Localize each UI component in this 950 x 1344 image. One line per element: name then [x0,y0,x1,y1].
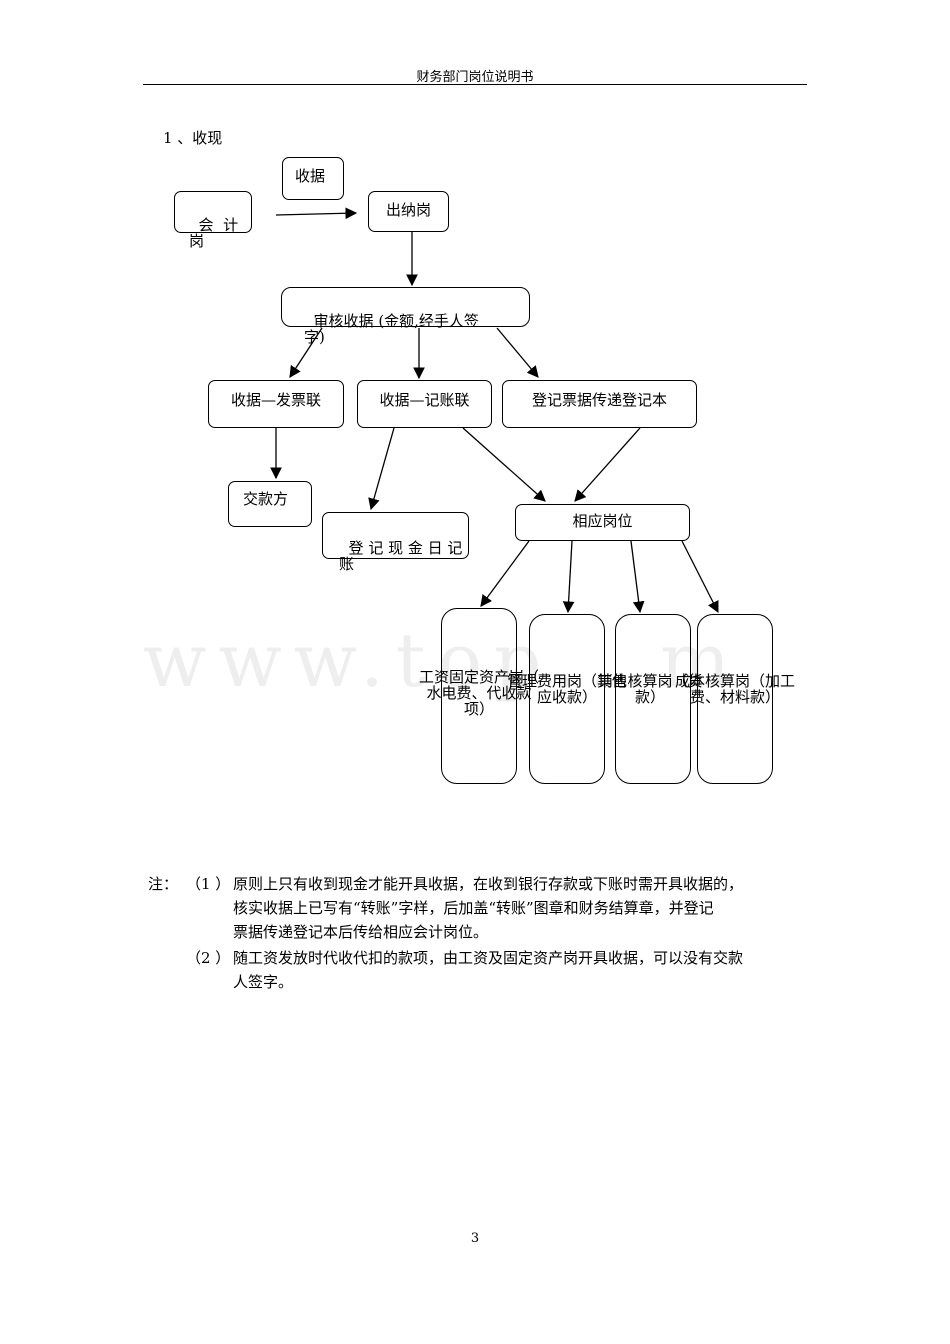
register-book-box: 登记票据传递登记本 [502,380,697,428]
payer-label: 交款方 [243,490,289,508]
page-number: 3 [470,1231,480,1246]
post-cost-label: 成本核算岗（加工 费、材料款） [674,672,795,706]
post-sales-label: 销售核算岗（货 款） [597,672,703,706]
cash-journal-label: 登 记 现 金 日 记 账 [339,539,463,573]
post-expense-box [529,614,605,784]
notes-label: 注： [148,875,179,893]
invoice-copy-box: 收据—发票联 [208,380,344,428]
post-payroll-box [441,608,517,784]
invoice-copy-label: 收据—发票联 [230,391,321,409]
header-rule [143,84,807,85]
note-2-line-1: 随工资发放时代收代扣的款项，由工资及固定资产岗开具收据，可以没有交款 [233,949,744,967]
review-receipt-label: 审核收据 (金额,经手人签 字) [304,312,479,346]
accountant-box: 会 计 岗 [174,191,252,249]
post-payroll-label: 工资固定资产岗（ 水电费、代收款 项） [418,668,539,718]
ledger-copy-label: 收据—记账联 [379,391,470,409]
note-1-number: （1 ） [186,875,231,893]
note-2-number: （2 ） [186,949,231,967]
receipt-box: 收据 [282,157,344,200]
accountant-label: 会 计 岗 [189,216,239,250]
note-1-line-1: 原则上只有收到现金才能开具收据，在收到银行存款或下账时需开具收据的， [233,875,744,893]
note-2-line-2: 人签字。 [233,973,294,991]
post-cost-box [697,614,773,784]
relevant-post-label: 相应岗位 [572,512,633,530]
cashier-label: 出纳岗 [385,201,431,219]
note-1-line-2: 核实收据上已写有“转账”字样，后加盖“转账”图章和财务结算章，并登记 [233,899,714,917]
relevant-post-box: 相应岗位 [515,504,690,541]
register-book-label: 登记票据传递登记本 [531,391,667,409]
ledger-copy-box: 收据—记账联 [357,380,492,428]
post-sales-box [615,614,691,784]
cashier-box: 出纳岗 [368,191,449,232]
review-receipt-box: 审核收据 (金额,经手人签 字) [281,287,530,345]
cash-journal-box: 登 记 现 金 日 记 账 [322,512,469,572]
post-expense-label: 管理费用岗（其他 应收款） [506,672,627,706]
payer-box: 交款方 [228,481,312,527]
page-header-title: 财务部门岗位说明书 [416,70,534,85]
watermark: www.top...m [143,618,743,704]
receipt-label: 收据 [295,167,326,185]
section-title: 1 、收现 [163,129,223,147]
note-1-line-3: 票据传递登记本后传给相应会计岗位。 [233,923,489,941]
